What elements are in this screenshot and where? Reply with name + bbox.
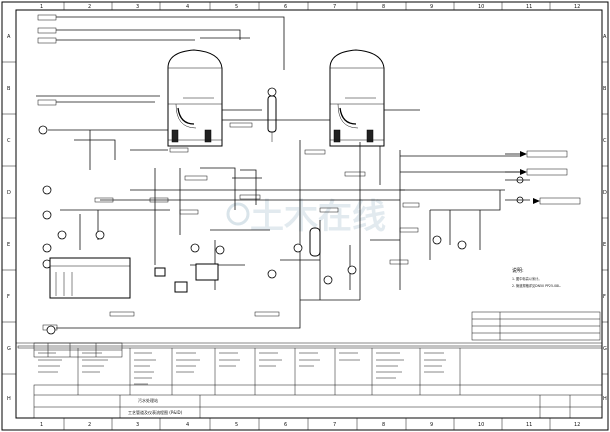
grid-row-label: G [7, 346, 11, 352]
grid-col-label: 3 [136, 4, 139, 10]
grid-col-label: 1 [40, 4, 43, 10]
notes-heading: 说明: [512, 267, 524, 274]
pump-icon [190, 243, 200, 253]
notes-line: 1. 图中标高以米计。 [512, 276, 542, 281]
grid-row-label: G [603, 346, 607, 352]
equipment-spec-table [16, 342, 603, 395]
pump-icon [95, 230, 105, 240]
title-block: 污水处理站 工艺管道及仪表流程图 (P&ID) [33, 384, 603, 419]
outlet-arrows [505, 150, 581, 205]
grid-row-label: B [7, 86, 11, 92]
grid-col-label: 9 [430, 422, 433, 428]
pump-icon [323, 275, 333, 285]
pump-icon [457, 240, 467, 250]
left-pump-group [42, 185, 188, 299]
arrow-icon [520, 151, 527, 157]
grid-col-label: 9 [430, 4, 433, 10]
grid-col-label: 5 [235, 4, 238, 10]
grid-col-label: 7 [333, 4, 336, 10]
grid-row-label: H [603, 396, 607, 402]
grid-col-label: 5 [235, 422, 238, 428]
grid-col-label: 11 [526, 4, 532, 10]
grid-col-label: 2 [88, 4, 91, 10]
grid-col-label: 3 [136, 422, 139, 428]
pump-icon [432, 235, 442, 245]
legend-block [471, 311, 601, 341]
grid-row-label: A [603, 34, 607, 40]
grid-col-label: 1 [40, 422, 43, 428]
grid-row-label: B [603, 86, 607, 92]
notes-line: 2. 管道规格详见DN50 PP25-08L. [512, 283, 561, 288]
grid-row-label: F [603, 294, 606, 300]
grid-col-label: 4 [186, 422, 189, 428]
grid-row-labels: A B C D E F G H A B C D E F G H [7, 34, 607, 402]
grid-col-label: 6 [284, 422, 287, 428]
pump-icon [215, 245, 225, 255]
header-pipes [36, 16, 285, 103]
drawing-title: 污水处理站 [138, 397, 158, 403]
grid-col-label: 2 [88, 422, 91, 428]
reactor-tank-2 [329, 49, 385, 147]
central-equipment [190, 169, 357, 285]
pump-icon [42, 210, 52, 220]
blower-icons [38, 125, 56, 335]
grid-col-label: 6 [284, 4, 287, 10]
grid-row-label: C [7, 138, 11, 144]
right-pump-group [429, 176, 530, 260]
pump-icon [57, 230, 67, 240]
grid-col-label: 12 [574, 4, 580, 10]
tag-boxes [94, 122, 420, 317]
grid-col-label: 8 [382, 4, 385, 10]
watermark-logo-icon [226, 202, 250, 226]
grid-row-label: F [7, 294, 10, 300]
blower-icon [46, 325, 56, 335]
grid-row-label: E [603, 242, 606, 248]
main-process-lines [48, 109, 520, 329]
pump-icon [42, 243, 52, 253]
grid-col-label: 10 [478, 4, 484, 10]
central-column-vessel [267, 87, 277, 142]
drawing-subtitle: 工艺管道及仪表流程图 (P&ID) [128, 409, 183, 415]
pump-icon [347, 265, 357, 275]
grid-col-label: 8 [382, 422, 385, 428]
grid-col-label: 4 [186, 4, 189, 10]
grid-row-label: E [7, 242, 10, 248]
grid-col-label: 7 [333, 422, 336, 428]
reactor-tank-1 [167, 49, 223, 147]
notes-block: 说明: 1. 图中标高以米计。 2. 管道规格详见DN50 PP25-08L. [512, 267, 561, 288]
spec-cell-marks [38, 352, 446, 385]
pump-icon [42, 185, 52, 195]
pump-icon [267, 269, 277, 279]
grid-row-label: D [603, 190, 607, 196]
pump-icon [293, 243, 303, 253]
grid-column-labels: 1 2 3 4 5 6 7 8 9 10 11 12 [40, 4, 580, 10]
grid-row-label: A [7, 34, 11, 40]
grid-col-label: 12 [574, 422, 580, 428]
grid-row-label: D [7, 190, 11, 196]
arrow-icon [520, 169, 527, 175]
grid-col-label: 11 [526, 422, 532, 428]
blower-icon [38, 125, 48, 135]
grid-row-label: C [603, 138, 607, 144]
collection-sump [49, 257, 131, 299]
arrow-icon [533, 198, 540, 204]
grid-row-label: H [7, 396, 11, 402]
grid-column-labels-bottom: 1 2 3 4 5 6 7 8 9 10 11 12 [40, 422, 580, 428]
grid-col-label: 10 [478, 422, 484, 428]
